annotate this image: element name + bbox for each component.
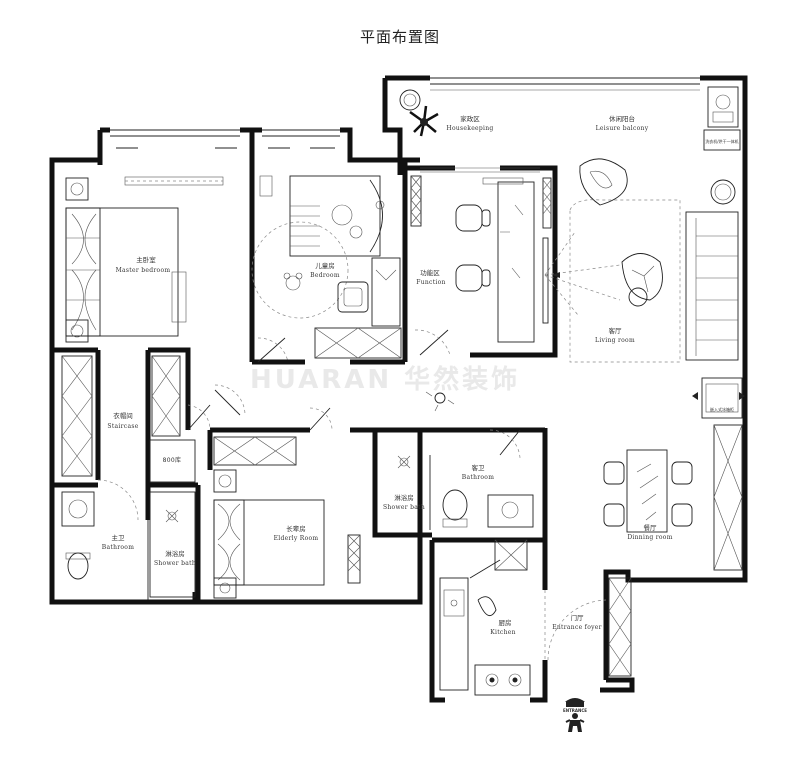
housekeeping-cn: 家政区 — [460, 114, 480, 123]
robot-vacuum-icon — [434, 392, 446, 404]
staircase-cn: 衣帽间 — [113, 411, 133, 420]
leisure-balcony-cn: 休闲阳台 — [609, 114, 635, 123]
master-bedroom-en: Master bedroom — [116, 267, 171, 274]
elderly-wardrobe — [213, 436, 297, 466]
guest-vanity — [487, 494, 534, 528]
chef-figure-icon — [477, 596, 497, 617]
washer-dryer — [707, 86, 739, 128]
kitchen-en: Kitchen — [490, 629, 516, 636]
function-desk — [497, 181, 535, 343]
master-bath-en: Bathroom — [102, 544, 134, 551]
elderly-bed — [213, 499, 325, 586]
master-bedroom: 主卧室 Master bedroom — [65, 176, 224, 343]
master-shower — [149, 491, 196, 598]
kitchen: 厨房 Kitchen — [439, 539, 531, 696]
function-chair-2 — [455, 264, 483, 292]
guest-toilet — [442, 489, 468, 521]
dining-chair-1 — [603, 461, 625, 485]
master-shower-en: Shower bath — [154, 560, 196, 567]
kids-bedroom-en: Bedroom — [310, 272, 340, 279]
page-title: 平面布置图 — [359, 28, 440, 46]
entrance-label: ENTRANCE — [563, 708, 587, 713]
staircase-closet: 衣帽间 Staircase 800库 — [61, 355, 211, 483]
wardrobe-left — [61, 355, 93, 477]
kitchen-cn: 厨房 — [499, 618, 512, 627]
outer-walls — [49, 75, 748, 703]
kids-chair — [337, 281, 369, 313]
side-table — [710, 179, 736, 205]
foyer-cn: 门厅 — [571, 613, 585, 622]
kitchen-fridge — [494, 539, 528, 571]
cabinet-label: 嵌入式冰箱柜 — [710, 406, 734, 412]
guest-bath: 淋浴房 Shower bath 客卫 Bathroom — [383, 429, 534, 528]
master-vanity — [61, 491, 95, 527]
kids-rug — [251, 221, 349, 319]
closet-label: 800库 — [163, 456, 182, 464]
entrance-foyer: 门厅 Entrance foyer — [544, 577, 632, 677]
balcony-plant-pot — [399, 89, 421, 111]
guest-bath-cn: 客卫 — [472, 463, 486, 472]
plant-icon — [409, 105, 439, 137]
dining-cabinet — [713, 424, 743, 571]
kids-bedroom: 儿童房 Bedroom — [251, 175, 402, 363]
elderly-room: 长辈房 Elderly Room — [213, 407, 361, 599]
elderly-en: Elderly Room — [274, 535, 319, 542]
watermark-text: HUARAN 华然装饰 — [250, 364, 520, 395]
nightstand-bottom — [65, 319, 89, 343]
dining-table — [626, 449, 668, 533]
dining-chair-3 — [671, 461, 693, 485]
kids-desk — [371, 257, 401, 327]
master-bedroom-cn: 主卧室 — [136, 255, 156, 264]
living-room-cn: 客厅 — [609, 326, 623, 335]
closet-800 — [149, 439, 196, 483]
lounge-chair — [579, 158, 628, 206]
dining-chair-4 — [671, 503, 693, 527]
nightstand-top — [65, 177, 89, 201]
living-sofa — [685, 211, 739, 361]
dining-en: Dinning room — [627, 534, 672, 541]
entrance-marker: ENTRANCE — [563, 698, 587, 732]
appliance-label: 洗衣机/烘干一体机 — [705, 138, 738, 144]
guest-shower-en: Shower bath — [383, 504, 425, 511]
living-room-en: Living room — [595, 337, 635, 344]
entrance-person-icon — [565, 713, 585, 732]
guest-shower-head — [399, 457, 409, 467]
elderly-cn: 长辈房 — [286, 524, 306, 533]
wardrobe-right — [151, 355, 181, 437]
master-bath-cn: 主卫 — [112, 533, 126, 542]
living-room: 客厅 Living room 嵌入式冰箱柜 — [542, 199, 745, 419]
function-cn: 功能区 — [420, 268, 440, 277]
dining-room: 餐厅 Dinning room — [603, 424, 743, 571]
housekeeping-en: Housekeeping — [446, 125, 493, 132]
foyer-en: Entrance foyer — [552, 624, 602, 631]
corridor — [214, 384, 455, 416]
function-area: 功能区 Function — [410, 175, 552, 356]
master-shower-cn: 淋浴房 — [165, 549, 185, 558]
leisure-balcony-en: Leisure balcony — [596, 125, 649, 132]
teddy-icon — [285, 275, 301, 291]
function-chair-1 — [455, 204, 483, 232]
master-toilet — [67, 552, 89, 580]
function-en: Function — [416, 279, 445, 286]
coffee-table — [621, 253, 663, 301]
windows — [116, 89, 700, 149]
kids-bedroom-cn: 儿童房 — [315, 261, 335, 270]
housekeeping-balcony: 家政区 Housekeeping 休闲阳台 Leisure balcony 洗衣… — [399, 86, 741, 206]
dining-chair-2 — [603, 503, 625, 527]
foyer-cabinet — [608, 577, 632, 677]
master-bath: 主卫 Bathroom 淋浴房 Shower bath — [61, 479, 196, 598]
staircase-en: Staircase — [107, 423, 138, 430]
guest-shower-cn: 淋浴房 — [394, 493, 414, 502]
dining-cn: 餐厅 — [644, 523, 658, 532]
kitchen-stove — [474, 664, 531, 696]
guest-bath-en: Bathroom — [462, 474, 494, 481]
kitchen-counter — [439, 577, 469, 691]
tv-unit — [542, 237, 549, 324]
kids-wardrobe — [314, 327, 402, 359]
